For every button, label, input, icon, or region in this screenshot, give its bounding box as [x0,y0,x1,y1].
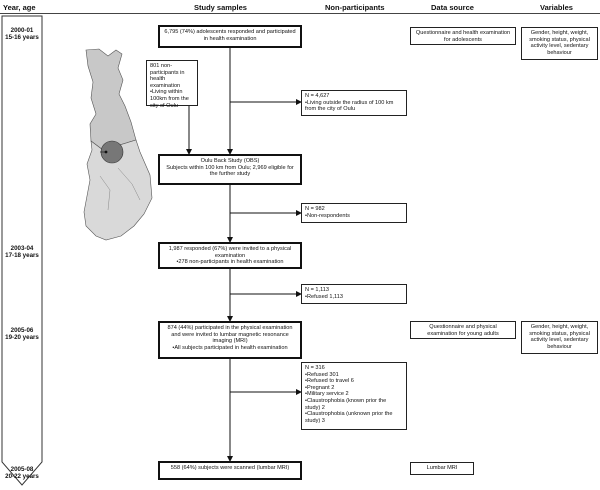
var-adolescents-text: Gender, height, weight, smoking status, … [529,30,590,56]
oulu-dot [104,150,108,154]
box-var-young-adults: Gender, height, weight, smoking status, … [521,321,598,354]
mri-refusals-text: N = 316 •Refused 301 •Refused to travel … [305,365,393,424]
initial-sample-text: 6,795 (74%) adolescents responded and pa… [164,29,296,42]
timeline-year: 2000-01 [10,27,34,34]
header-variables: Variables [540,3,573,12]
header-data-source: Data source [431,3,474,12]
box-801-non-participants: 801 non-participants in health examinati… [146,60,198,109]
timeline-arrow [1,15,43,486]
ds-mri-text: Lumbar MRI [426,465,458,471]
box-ds-adolescents: Questionnaire and health examination for… [410,27,516,45]
timeline-age: 20-22 years [5,473,39,481]
timeline-entry-2005-06: 2005-06 19-20 years [2,327,42,342]
box-scanned: 558 (64%) subjects were scanned (lumbar … [158,461,302,480]
obs-text: Oulu Back Study (OBS) Subjects within 10… [166,158,294,178]
box-mri-refusals: N = 316 •Refused 301 •Refused to travel … [301,362,407,430]
outside-radius-text: N = 4,627 •Living outside the radius of … [305,93,394,113]
box-var-adolescents: Gender, height, weight, smoking status, … [521,27,598,60]
map-north-region [85,48,137,151]
box-initial-sample: 6,795 (74%) adolescents responded and pa… [158,25,302,48]
box-refused-1113: N = 1,113 •Refused 1,113 [301,284,407,304]
finland-map [83,48,153,241]
timeline-year: 2003-04 [10,245,34,252]
timeline-age: 19-20 years [5,334,39,342]
timeline-year: 2005-08 [10,466,34,473]
non-participants-side-text: 801 non-participants in health examinati… [150,63,189,109]
header-study-samples: Study samples [194,3,247,12]
timeline-age: 15-16 years [5,34,39,42]
refused-1113-text: N = 1,113 •Refused 1,113 [305,287,343,300]
timeline-year: 2005-06 [10,327,34,334]
scanned-text: 558 (64%) subjects were scanned (lumbar … [170,465,290,471]
ds-young-adults-text: Questionnaire and physical examination f… [427,324,499,337]
map-south-region [83,139,153,241]
box-ds-young-adults: Questionnaire and physical examination f… [410,321,516,339]
non-respondents-text: N = 982 •Non-respondents [305,206,350,219]
invited-text: 1,987 responded (67%) were invited to a … [168,246,292,266]
box-non-respondents: N = 982 •Non-respondents [301,203,407,223]
map-inner-border [99,167,141,211]
box-mri-invited: 874 (44%) participated in the physical e… [158,321,302,359]
box-outside-radius: N = 4,627 •Living outside the radius of … [301,90,407,116]
ds-adolescents-text: Questionnaire and health examination for… [415,30,511,43]
timeline-age: 17-18 years [5,252,39,260]
mri-invited-text: 874 (44%) participated in the physical e… [167,325,293,351]
timeline-entry-2005-08: 2005-08 20-22 years [2,466,42,481]
var-young-adults-text: Gender, height, weight, smoking status, … [529,324,590,350]
timeline-entry-2003: 2003-04 17-18 years [2,245,42,260]
header-year-age: Year, age [3,3,36,12]
header-non-participants: Non-participants [325,3,385,12]
box-ds-mri: Lumbar MRI [410,462,474,475]
box-oulu-back-study: Oulu Back Study (OBS) Subjects within 10… [158,154,302,185]
header-divider [0,13,600,14]
timeline-entry-2000: 2000-01 15-16 years [2,27,42,42]
box-invited-physical-exam: 1,987 responded (67%) were invited to a … [158,242,302,269]
